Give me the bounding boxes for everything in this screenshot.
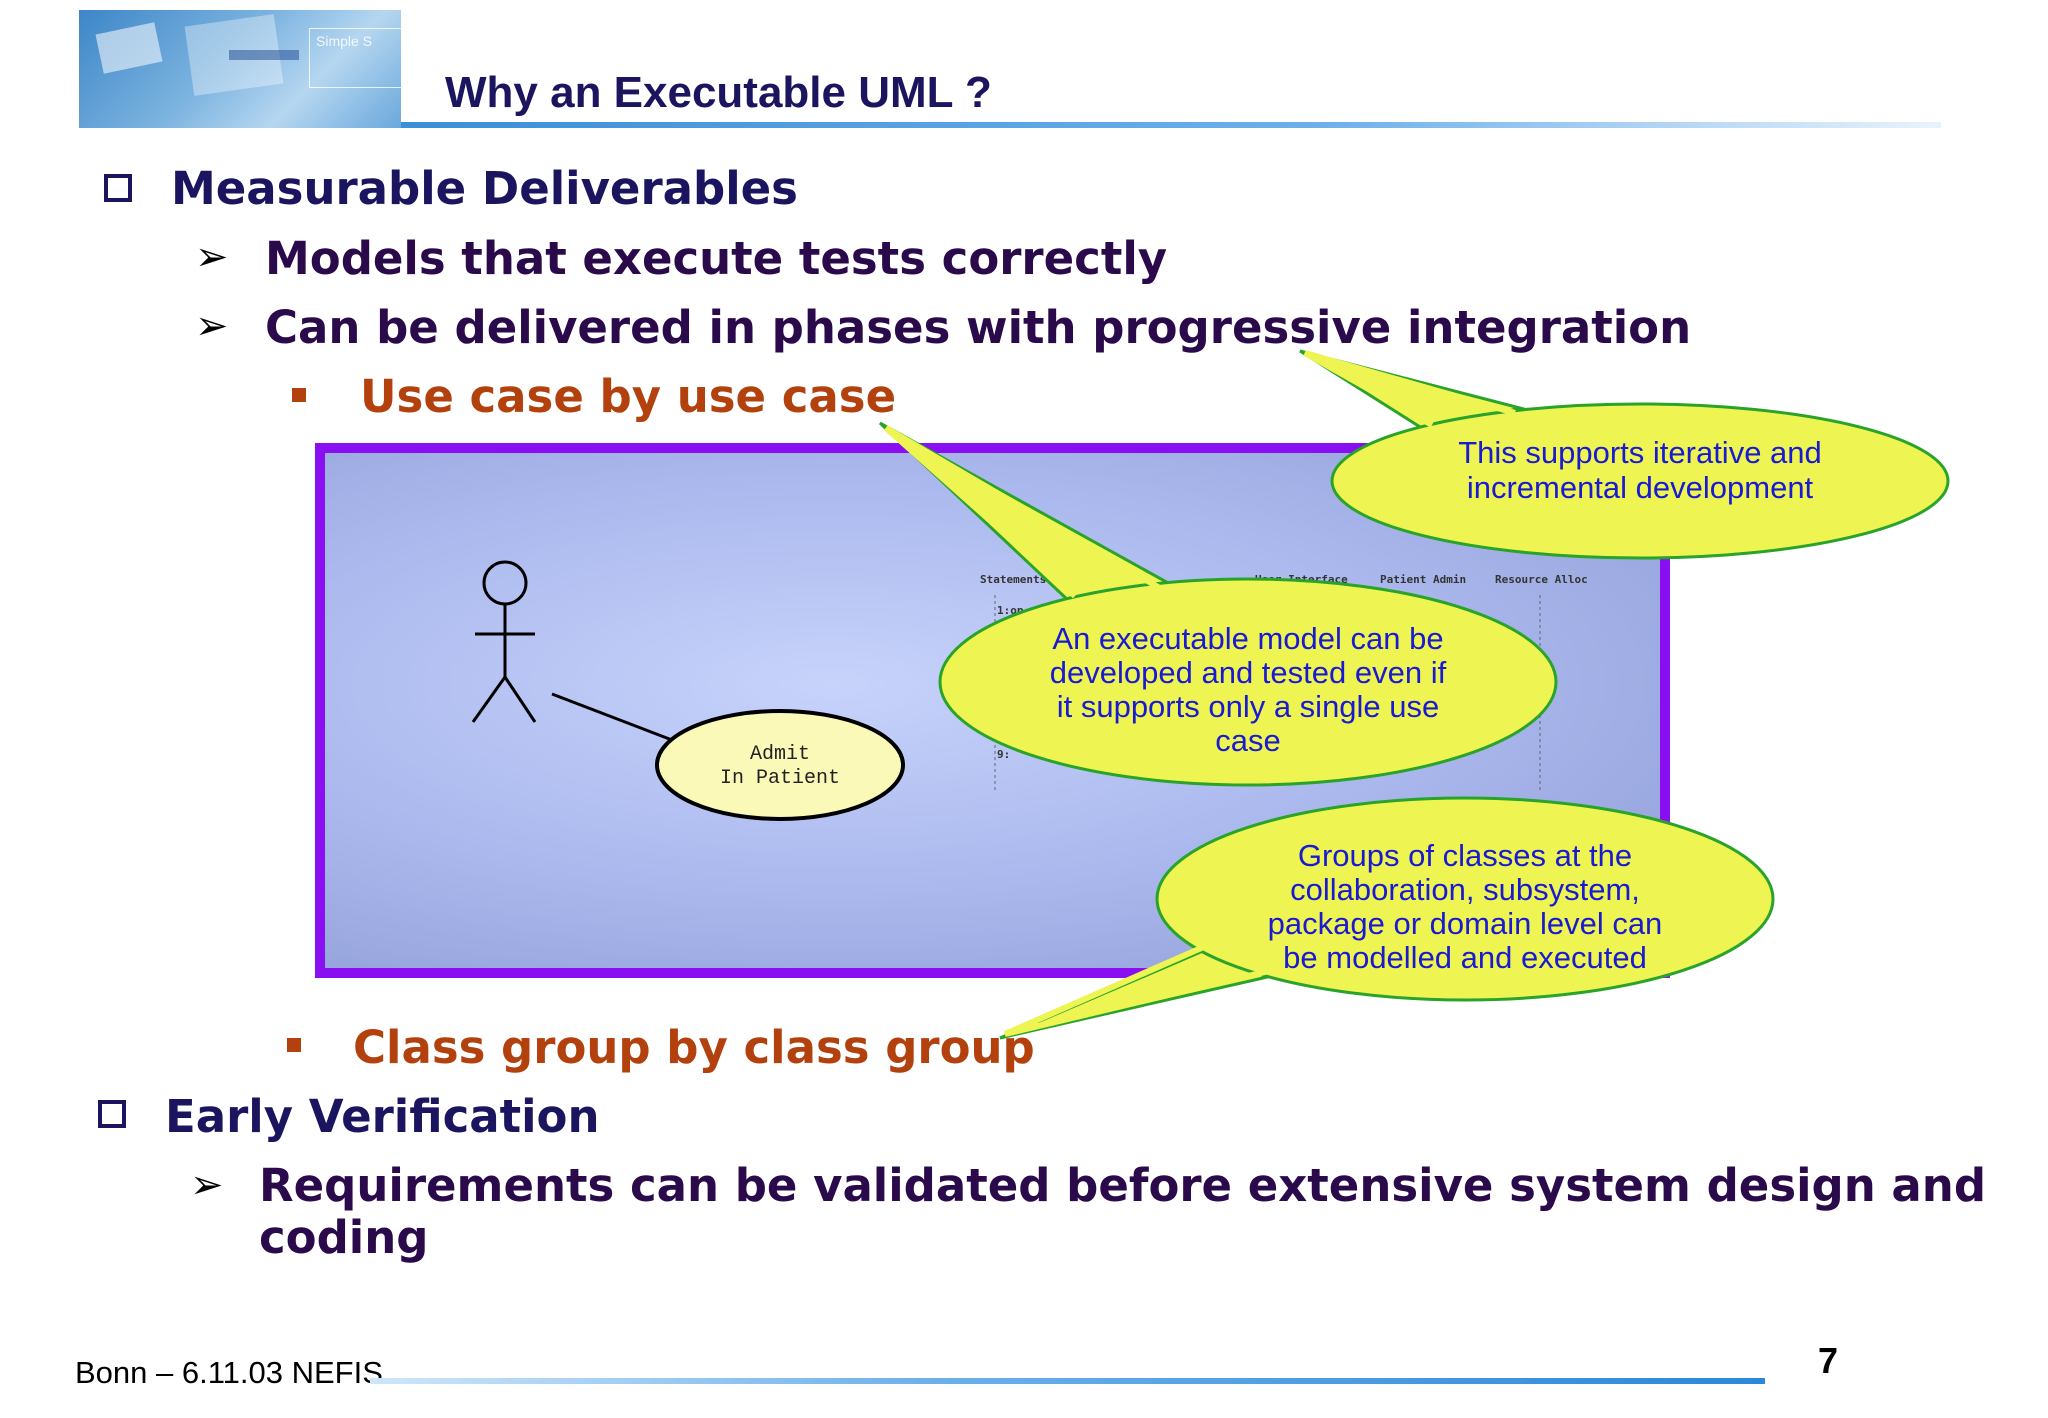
callout-groups-line3: package or domain level can [1268,906,1663,941]
callout-iterative-line2: incremental development [1467,470,1814,505]
page-number: 7 [1818,1340,1839,1381]
actor-icon [471,560,537,723]
callout-single-line4: case [1215,723,1280,758]
bullet-requirements-line1: Requirements can be validated before ext… [259,1159,1987,1212]
callout-groups: Groups of classes at the collaboration, … [999,796,1775,1040]
callout-groups-line1: Groups of classes at the [1298,838,1632,873]
slide-title: Why an Executable UML ? [445,68,992,117]
seq-header-patient-admin: Patient Admin [1380,573,1466,586]
callout-iterative: This supports iterative and incremental … [1299,349,1950,560]
callout-single-line3: it supports only a single use [1057,689,1440,724]
bullet-early-verification: Early Verification [165,1090,600,1143]
callout-groups-line4: be modelled and executed [1283,940,1647,975]
header-divider [401,122,1941,128]
bullet-class-group: Class group by class group [353,1021,1035,1074]
association-line [551,692,673,742]
seq-header-resource-alloc: Resource Alloc [1495,573,1588,586]
square-bullet-icon [287,1038,301,1052]
checkbox-bullet-icon [104,174,132,202]
bullet-requirements-line2: coding [259,1211,429,1264]
callout-groups-line2: collaboration, subsystem, [1290,872,1640,907]
footer-divider [370,1378,1765,1384]
arrow-bullet-icon: ➢ [190,1162,224,1208]
use-case-label-line2: In Patient [720,767,840,790]
use-case-ellipse [655,709,905,821]
use-case-label-line1: Admit [750,743,810,766]
bullet-measurable: Measurable Deliverables [171,162,798,215]
footer-text: Bonn – 6.11.03 NEFIS [75,1355,383,1390]
bullet-use-case: Use case by use case [360,370,897,423]
bullet-phases: Can be delivered in phases with progress… [265,301,1692,354]
arrow-bullet-icon: ➢ [195,234,229,280]
bullet-models-execute: Models that execute tests correctly [265,232,1168,285]
arrow-bullet-icon: ➢ [195,303,229,349]
square-bullet-icon [292,388,306,402]
callout-single-line1: An executable model can be [1052,621,1443,656]
logo-label: Simple S [309,28,401,88]
checkbox-bullet-icon [98,1100,126,1128]
seq-message-9: 9: [997,748,1010,761]
seq-header-statements: Statements [980,573,1046,586]
callout-iterative-line1: This supports iterative and [1458,435,1822,470]
callout-single-line2: developed and tested even if [1050,655,1447,690]
callout-single-use-case: An executable model can be developed and… [878,421,1558,787]
logo-banner: Simple S [79,10,401,128]
